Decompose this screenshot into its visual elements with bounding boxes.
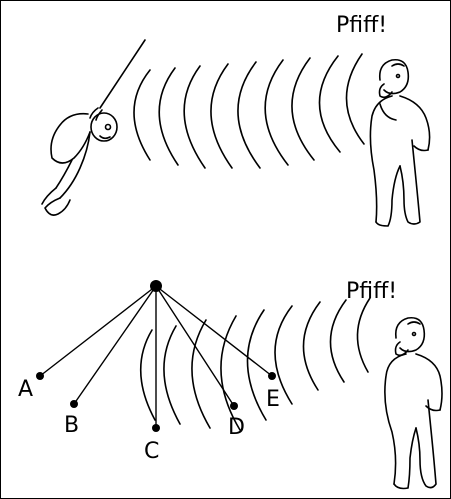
sound-waves-bottom-icon <box>139 297 371 431</box>
pendulum-bob-c <box>152 424 160 432</box>
swing-rope <box>99 39 146 109</box>
pendulum-label-b: B <box>64 413 79 438</box>
exclamation-top: Pfiff! <box>336 13 387 38</box>
pendulum-points <box>36 280 276 432</box>
pendulum-bob-d <box>230 402 238 410</box>
whistling-man-top-icon <box>369 58 431 227</box>
bottom-panel <box>39 285 443 490</box>
pendulum-label-e: E <box>266 387 280 412</box>
pendulum-pivot-icon <box>150 280 162 292</box>
whistling-man-bottom-icon <box>384 316 443 490</box>
pendulum-bob-a <box>36 372 44 380</box>
pendulum-bob-b <box>70 400 78 408</box>
sound-waves-top-icon <box>133 53 365 169</box>
pendulum-strings <box>39 285 273 429</box>
exclamation-bottom: Pfiff! <box>346 279 397 304</box>
pendulum-label-a: A <box>18 377 33 402</box>
pendulum-label-c: C <box>144 439 159 464</box>
pendulum-label-d: D <box>228 415 245 440</box>
pendulum-bob-e <box>268 372 276 380</box>
top-panel <box>41 39 431 227</box>
swinging-child-icon <box>41 107 118 216</box>
